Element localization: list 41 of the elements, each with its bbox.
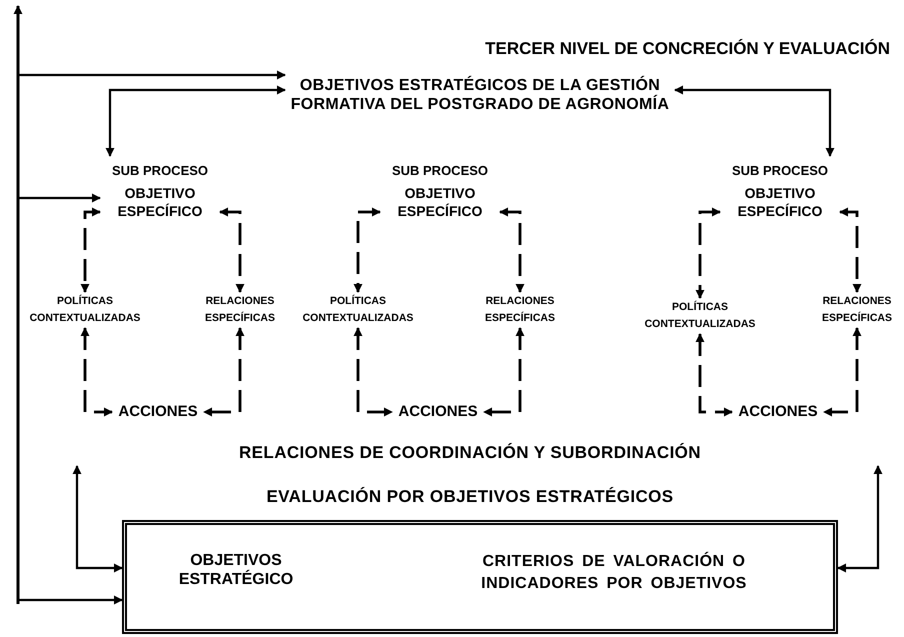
node-label: ACCIONES bbox=[398, 402, 478, 422]
arrow bbox=[18, 70, 286, 80]
title: TERCER NIVEL DE CONCRECIÓN Y EVALUACIÓN bbox=[485, 38, 890, 60]
arrow bbox=[696, 333, 733, 416]
node-label: OBJETIVO ESPECÍFICO bbox=[396, 184, 484, 220]
box-text: CRITERIOS DE VALORACIÓN O INDICADORES POR OBJETIVOS bbox=[480, 551, 748, 594]
node-label: ACCIONES bbox=[118, 402, 198, 422]
arrow bbox=[354, 327, 393, 416]
evaluation-box bbox=[122, 520, 838, 634]
arrow bbox=[839, 208, 862, 293]
arrow bbox=[837, 465, 882, 572]
arrow bbox=[674, 86, 834, 157]
box-text: OBJETIVOS ESTRATÉGICO bbox=[178, 551, 294, 590]
node-label: POLÍTICAS CONTEXTUALIZADAS bbox=[28, 294, 142, 326]
arrow bbox=[80, 208, 101, 293]
node-label: OBJETIVO ESPECÍFICO bbox=[116, 184, 204, 220]
arrow bbox=[696, 208, 721, 299]
node-label: RELACIONES ESPECÍFICAS bbox=[204, 294, 276, 326]
node-label: ACCIONES bbox=[738, 402, 818, 422]
arrow bbox=[219, 208, 244, 293]
arrow bbox=[18, 194, 101, 202]
arrow bbox=[106, 86, 286, 157]
subprocess-heading: SUB PROCESO bbox=[392, 162, 488, 178]
arrow bbox=[18, 596, 123, 604]
arrow bbox=[499, 208, 524, 293]
node-label: OBJETIVO ESPECÍFICO bbox=[736, 184, 824, 220]
subprocess-heading: SUB PROCESO bbox=[112, 162, 208, 178]
arrow bbox=[354, 208, 381, 293]
node-label: POLÍTICAS CONTEXTUALIZADAS bbox=[302, 294, 414, 326]
arrow bbox=[72, 465, 123, 572]
node-label: RELACIONES ESPECÍFICAS bbox=[820, 294, 893, 326]
arrow bbox=[203, 327, 244, 416]
node-label: POLÍTICAS CONTEXTUALIZADAS bbox=[644, 300, 756, 332]
node-label: RELACIONES ESPECÍFICAS bbox=[484, 294, 556, 326]
section-label: RELACIONES DE COORDINACIÓN Y SUBORDINACIÓN bbox=[238, 442, 702, 464]
arrow bbox=[483, 327, 524, 416]
subprocess-heading: SUB PROCESO bbox=[732, 162, 828, 178]
arrow bbox=[823, 327, 862, 416]
node-label: OBJETIVOS ESTRATÉGICOS DE LA GESTIÓN FORMATIVA DEL POSTGRADO DE AGRONOMÍA bbox=[290, 76, 670, 114]
arrow bbox=[80, 327, 113, 416]
section-label: EVALUACIÓN POR OBJETIVOS ESTRATÉGICOS bbox=[265, 486, 675, 508]
